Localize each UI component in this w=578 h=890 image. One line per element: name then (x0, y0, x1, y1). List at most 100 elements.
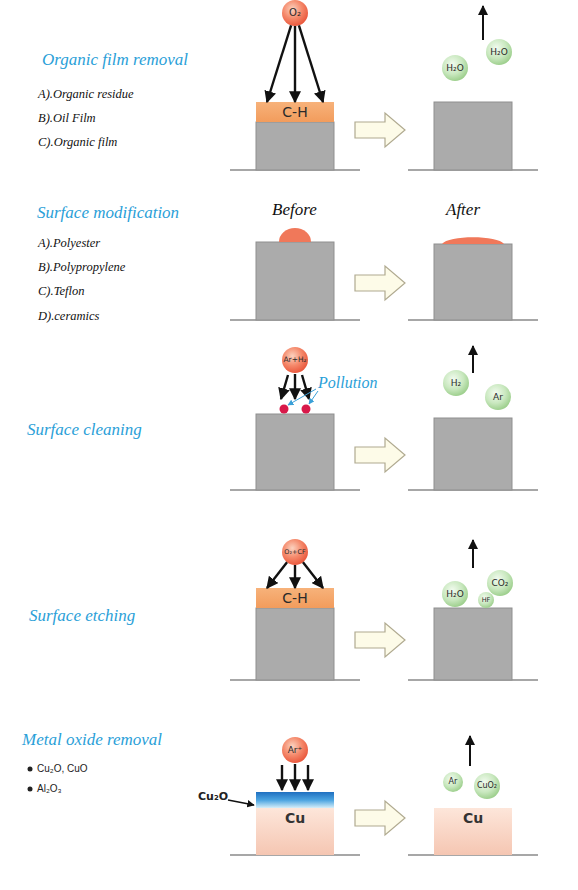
particle-circle (478, 592, 494, 608)
release-arrow (472, 346, 474, 373)
stage-label: Before (272, 200, 317, 220)
node-text: Ar+H₂ (282, 347, 308, 373)
node-text: O₂ (282, 0, 308, 26)
stage-label: After (446, 200, 480, 220)
process-arrow (355, 623, 405, 657)
bullet-dot (28, 787, 33, 792)
node-text: Ar (443, 772, 463, 792)
section-title: Metal oxide removal (22, 730, 162, 750)
leader-arrow (228, 800, 254, 805)
callout-label: Pollution (318, 373, 378, 392)
particle-circle (282, 737, 308, 763)
substrate-block (256, 122, 334, 170)
oxide-layer (256, 792, 334, 808)
gas-particle: Ar⁺ (282, 737, 308, 763)
node-text: CuO₂ (474, 773, 500, 799)
ion-arrows (282, 764, 308, 790)
node-text: H₂O (486, 39, 512, 65)
substrate-blocks (256, 102, 512, 680)
particle-arrow (294, 565, 296, 588)
droplet (279, 228, 311, 242)
particle-circle (486, 39, 512, 65)
node-text: H₂O (442, 55, 468, 81)
particle-arrow (294, 374, 296, 399)
material-item: B).Oil Film (38, 111, 96, 126)
substrate-block (256, 242, 334, 320)
gas-particle: H₂O (442, 55, 468, 81)
leader-line (309, 391, 318, 404)
organic-layer: C-H (256, 102, 334, 122)
substrate-block (434, 244, 512, 320)
gas-particle: H₂ (443, 370, 469, 396)
particle-circle (442, 55, 468, 81)
leader-line (288, 389, 316, 405)
particle-circle (282, 347, 308, 373)
material-item: A).Organic residue (38, 87, 134, 102)
gas-particle: H₂O (442, 581, 468, 607)
particle-circle (485, 384, 511, 410)
substrate-block (256, 414, 334, 490)
ion-arrow (307, 765, 309, 790)
process-arrow (355, 266, 405, 300)
pollution-dot (302, 405, 311, 414)
gas-particle: O₂ (282, 0, 308, 26)
copper-substrate: Cu (256, 808, 334, 855)
particle-circle (487, 570, 513, 596)
release-arrow (482, 6, 484, 40)
substrate-block (434, 418, 512, 490)
node-text: H₂O (442, 581, 468, 607)
spread-droplet (442, 237, 504, 244)
oxide-item: Al₂O₃ (37, 783, 62, 795)
particle-arrow (281, 375, 288, 399)
oxide-item: Cu₂O, CuO (37, 763, 88, 775)
release-arrow (469, 736, 471, 766)
section-title: Organic film removal (42, 50, 188, 70)
particle-arrow (299, 25, 323, 102)
node-text: C-H (256, 102, 334, 122)
particle-arrow (303, 562, 323, 588)
callout-label: Cu₂O (198, 790, 228, 803)
particle-arrow (294, 26, 296, 102)
copper-substrate: Cu (434, 808, 512, 855)
gas-particle: Ar+H₂ (282, 347, 308, 373)
material-item: C).Teflon (38, 284, 84, 299)
node-text: O₂+CF (282, 539, 308, 565)
release-arrows (470, 6, 483, 766)
node-text: CO₂ (487, 570, 513, 596)
particle-circle (474, 773, 500, 799)
section-title: Surface etching (29, 606, 135, 626)
ion-arrow (294, 764, 296, 790)
substrate-block (434, 102, 512, 170)
gas-particle: H₂O (486, 39, 512, 65)
gas-particle: HF (478, 592, 494, 608)
particle-arrow (267, 25, 291, 102)
process-arrow (355, 113, 405, 147)
substrate-block (434, 608, 512, 680)
process-arrow (355, 438, 405, 472)
node-text: C-H (256, 588, 334, 608)
particle-circle (443, 370, 469, 396)
material-item: B).Polypropylene (38, 260, 125, 275)
ion-arrow (281, 765, 283, 790)
node-text: Cu (256, 808, 334, 855)
substrate-block (256, 608, 334, 680)
process-arrows (355, 113, 405, 835)
section-title: Surface modification (37, 203, 179, 223)
material-item: D).ceramics (38, 309, 99, 324)
node-text: H₂ (443, 370, 469, 396)
pollution-dot (280, 405, 289, 414)
material-item: C).Organic film (38, 135, 117, 150)
particle-circle (282, 0, 308, 26)
particle-circle (442, 581, 468, 607)
gas-particle: CuO₂ (474, 773, 500, 799)
particle-arrow (267, 562, 287, 588)
particle-circle (443, 772, 463, 792)
gas-particle: Ar (485, 384, 511, 410)
material-item: A).Polyester (38, 236, 100, 251)
process-arrow (355, 801, 405, 835)
release-arrow (472, 540, 474, 568)
node-text: Ar⁺ (282, 737, 308, 763)
section-title: Surface cleaning (27, 420, 142, 440)
